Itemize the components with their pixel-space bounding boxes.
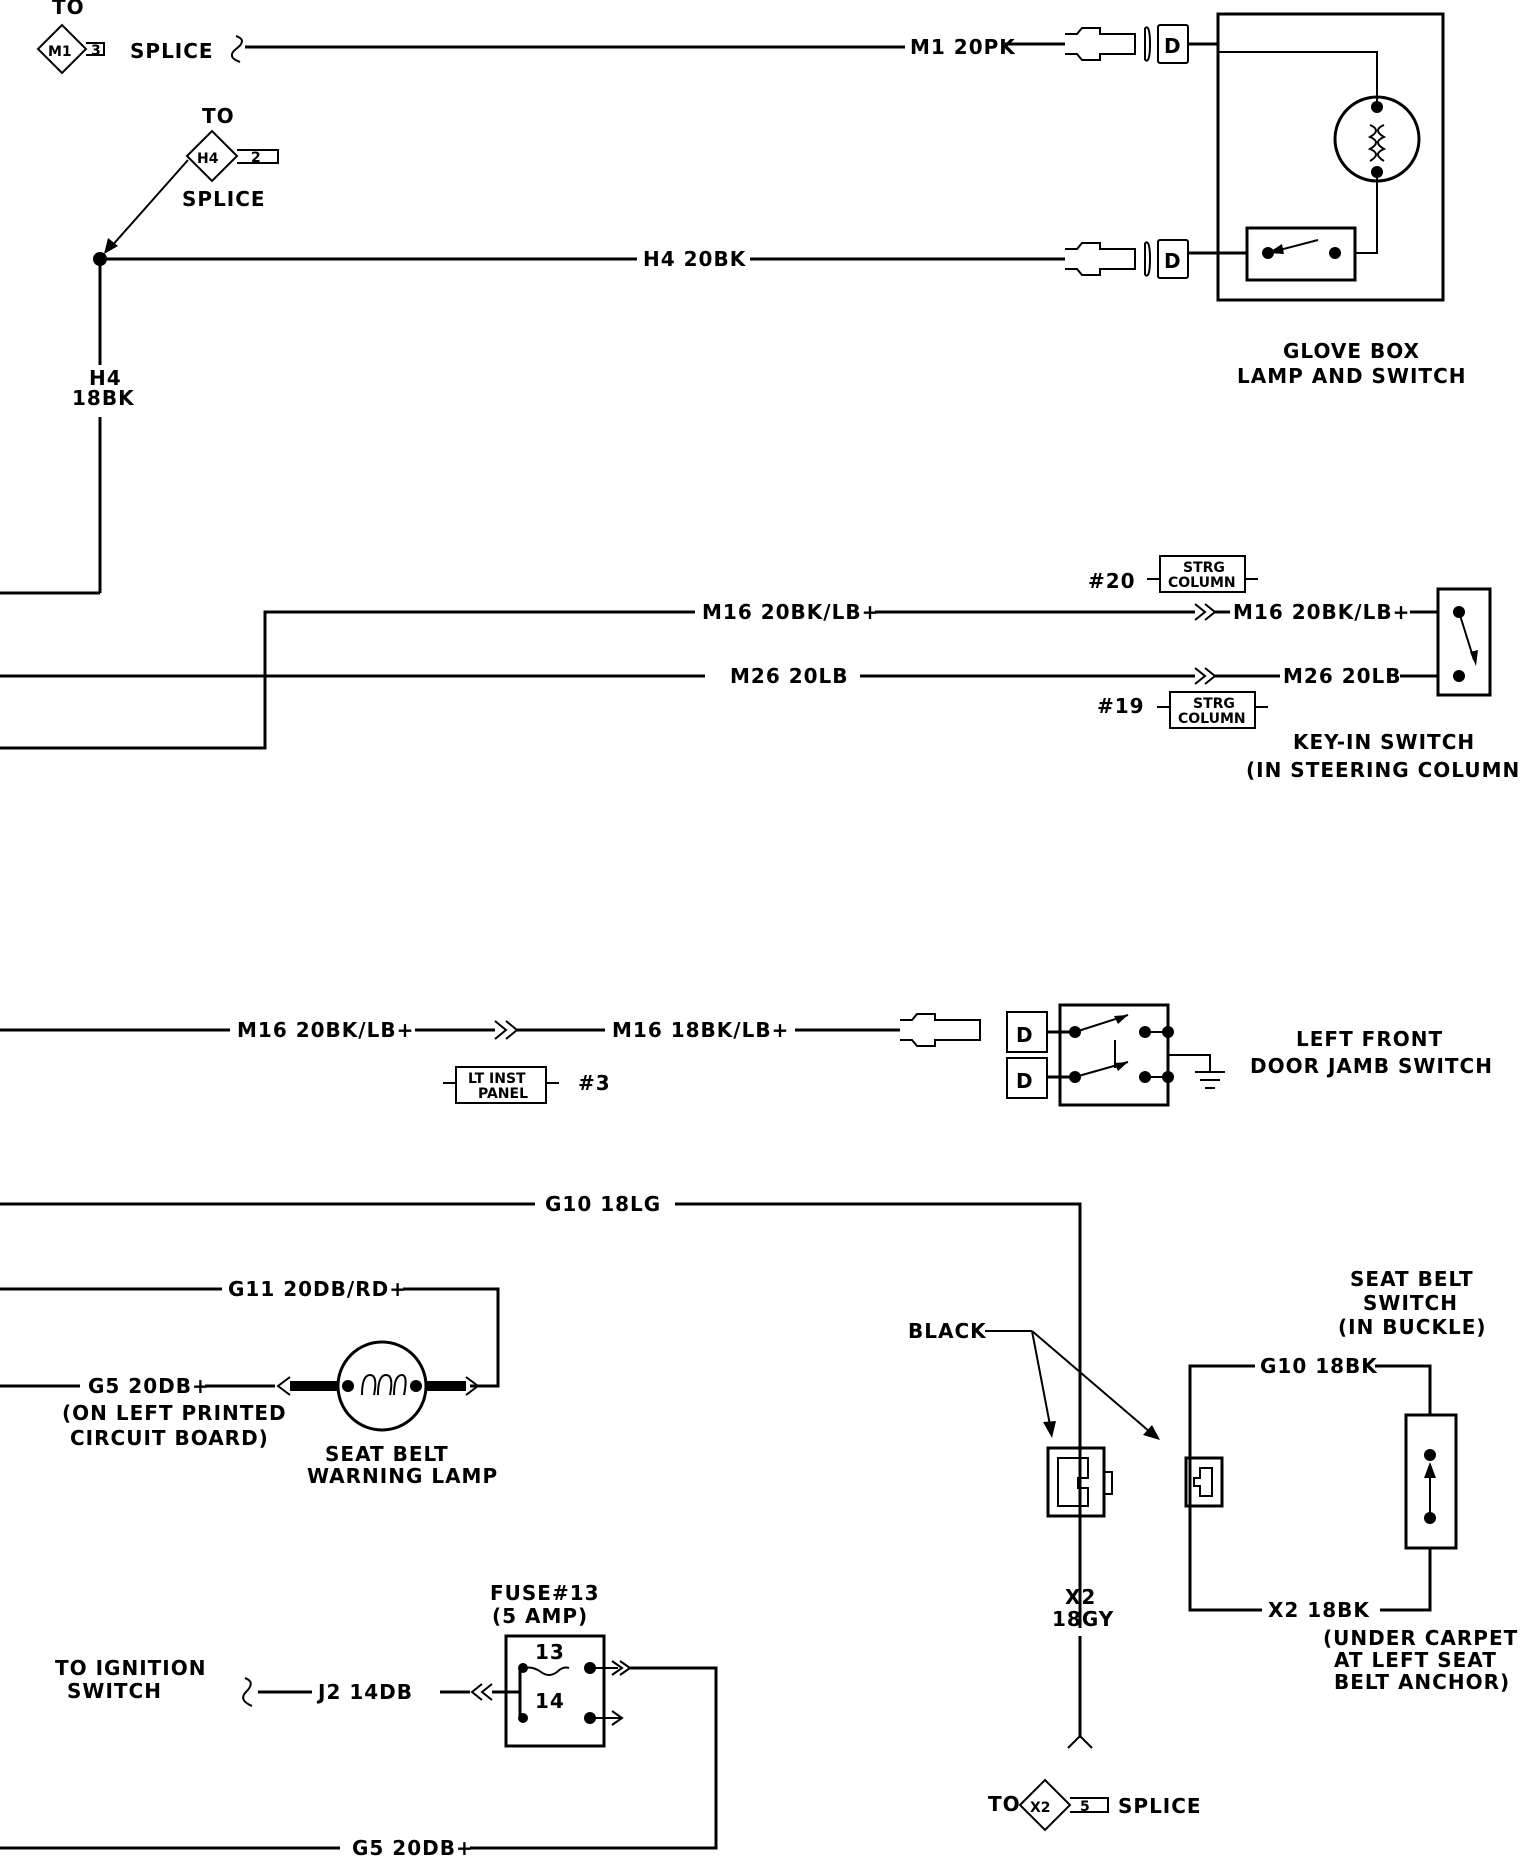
wire-g11-label: G11 20DB/RD+: [228, 1277, 407, 1301]
to-label: TO: [52, 0, 85, 19]
wire-m16-door-right-label: M16 18BK/LB+: [612, 1018, 789, 1042]
box-line-1: STRG: [1193, 696, 1235, 712]
fuse-13-terminal: 13: [535, 1640, 565, 1664]
to-label: TO: [202, 104, 235, 128]
lamp-filament-icon: [361, 1373, 407, 1396]
connector-m1: D: [1065, 24, 1189, 64]
door-jamb-label-1: LEFT FRONT: [1296, 1027, 1443, 1051]
key-in-switch-label-1: KEY-IN SWITCH: [1293, 730, 1475, 754]
fuse-14-terminal: 14: [535, 1689, 565, 1713]
lamp-filament-icon: [1367, 124, 1387, 162]
wire-m16-door-left-label: M16 20BK/LB+: [237, 1018, 414, 1042]
connector-door-jamb: D D: [900, 1011, 1048, 1099]
connector-d-label: D: [1164, 249, 1182, 273]
fuse-13: 13 14: [504, 1634, 632, 1748]
box-line-2: PANEL: [478, 1086, 528, 1102]
carpet-label-1: (UNDER CARPET: [1323, 1626, 1518, 1650]
seat-belt-switch-label-3: (IN BUCKLE): [1338, 1315, 1487, 1339]
connector-d-label: D: [1164, 34, 1182, 58]
seat-belt-switch-label-1: SEAT BELT: [1350, 1267, 1474, 1291]
wire-g10-18bk-label: G10 18BK: [1260, 1354, 1378, 1378]
wire-m26-right-label: M26 20LB: [1283, 664, 1402, 688]
wire-j2-label: J2 14DB: [316, 1680, 413, 1704]
seat-belt-switch: [1404, 1413, 1458, 1550]
box-line-2: COLUMN: [1168, 575, 1236, 591]
wire-x2-vertical-label-1: X2: [1065, 1585, 1096, 1609]
connector-number: #19: [1097, 694, 1145, 718]
wire-h4-20bk-label: H4 20BK: [643, 247, 747, 271]
connector-20-strg-column: #20 STRG COLUMN: [1088, 555, 1258, 593]
connector-black-right: [1184, 1456, 1224, 1508]
connector-number: #20: [1088, 569, 1136, 593]
wire-g5-bottom-label: G5 20DB+: [352, 1836, 474, 1860]
pcb-label-2: CIRCUIT BOARD): [70, 1426, 269, 1450]
wire-m1-20pk-label: M1 20PK: [910, 35, 1016, 59]
key-in-switch: [1436, 587, 1492, 697]
connector-number: #3: [578, 1071, 611, 1095]
seat-belt-warning-lamp-label-2: WARNING LAMP: [307, 1464, 498, 1488]
wire-h4-18bk-label-a: H4: [89, 366, 122, 390]
h4-splice-text: SPLICE: [182, 187, 266, 211]
wire-m16-left-label: M16 20BK/LB+: [702, 600, 879, 624]
wire-m26-left-label: M26 20LB: [730, 664, 849, 688]
seat-belt-warning-lamp-label-1: SEAT BELT: [325, 1442, 449, 1466]
connector-black-left: [1046, 1446, 1113, 1518]
seat-belt-switch-label-2: SWITCH: [1363, 1291, 1458, 1315]
wire-g10-18lg-label: G10 18LG: [545, 1192, 661, 1216]
wire-h4-18bk-label-b: 18BK: [72, 386, 135, 410]
box-line-1: STRG: [1183, 560, 1225, 576]
x2-splice-reference: TO X2 5 SPLICE: [988, 1778, 1202, 1832]
connector-d-label: D: [1016, 1069, 1034, 1093]
box-line-1: LT INST: [468, 1071, 526, 1087]
glove-box-lamp-and-switch: [1188, 12, 1445, 302]
x2-splice-text: SPLICE: [1118, 1794, 1202, 1818]
m1-splice-number: 3: [91, 43, 101, 59]
m1-splice-reference: TO M1 3 SPLICE: [36, 0, 243, 75]
wire-x2-18bk-label: X2 18BK: [1268, 1598, 1370, 1622]
pcb-label-1: (ON LEFT PRINTED: [62, 1401, 287, 1425]
wire-m16-right-label: M16 20BK/LB+: [1233, 600, 1410, 624]
wire-g5-top-label: G5 20DB+: [88, 1374, 210, 1398]
h4-splice-reference: TO H4 2 SPLICE: [182, 104, 279, 211]
connector-d-label: D: [1016, 1023, 1034, 1047]
door-jamb-switch: [1047, 1003, 1225, 1107]
black-label: BLACK: [908, 1319, 987, 1343]
door-jamb-label-2: DOOR JAMB SWITCH: [1250, 1054, 1493, 1078]
glove-box-label-1: GLOVE BOX: [1283, 339, 1420, 363]
x2-splice-number: 5: [1080, 1799, 1090, 1815]
h4-splice-code: H4: [197, 151, 219, 167]
wire-x2-vertical-label-2: 18GY: [1052, 1607, 1114, 1631]
connector-19-strg-column: #19 STRG COLUMN: [1097, 691, 1268, 729]
seat-belt-warning-lamp: [276, 1340, 480, 1432]
m1-splice-code: M1: [48, 44, 72, 60]
connector-lt-inst-panel: LT INST PANEL #3: [443, 1066, 611, 1104]
glove-box-label-2: LAMP AND SWITCH: [1237, 364, 1467, 388]
carpet-label-3: BELT ANCHOR): [1334, 1670, 1510, 1694]
key-in-switch-label-2: (IN STEERING COLUMN: [1246, 758, 1520, 782]
x2-splice-code: X2: [1030, 1800, 1051, 1816]
to-label: TO: [988, 1792, 1021, 1816]
fuse-label-1: FUSE#13: [490, 1581, 600, 1605]
ignition-label-1: TO IGNITION: [55, 1656, 206, 1680]
box-line-2: COLUMN: [1178, 711, 1246, 727]
ignition-label-2: SWITCH: [67, 1679, 162, 1703]
connector-h4: D: [1065, 239, 1189, 279]
h4-splice-number: 2: [251, 150, 261, 166]
m1-splice-text: SPLICE: [130, 39, 214, 63]
carpet-label-2: AT LEFT SEAT: [1334, 1648, 1497, 1672]
fuse-label-2: (5 AMP): [492, 1604, 588, 1628]
